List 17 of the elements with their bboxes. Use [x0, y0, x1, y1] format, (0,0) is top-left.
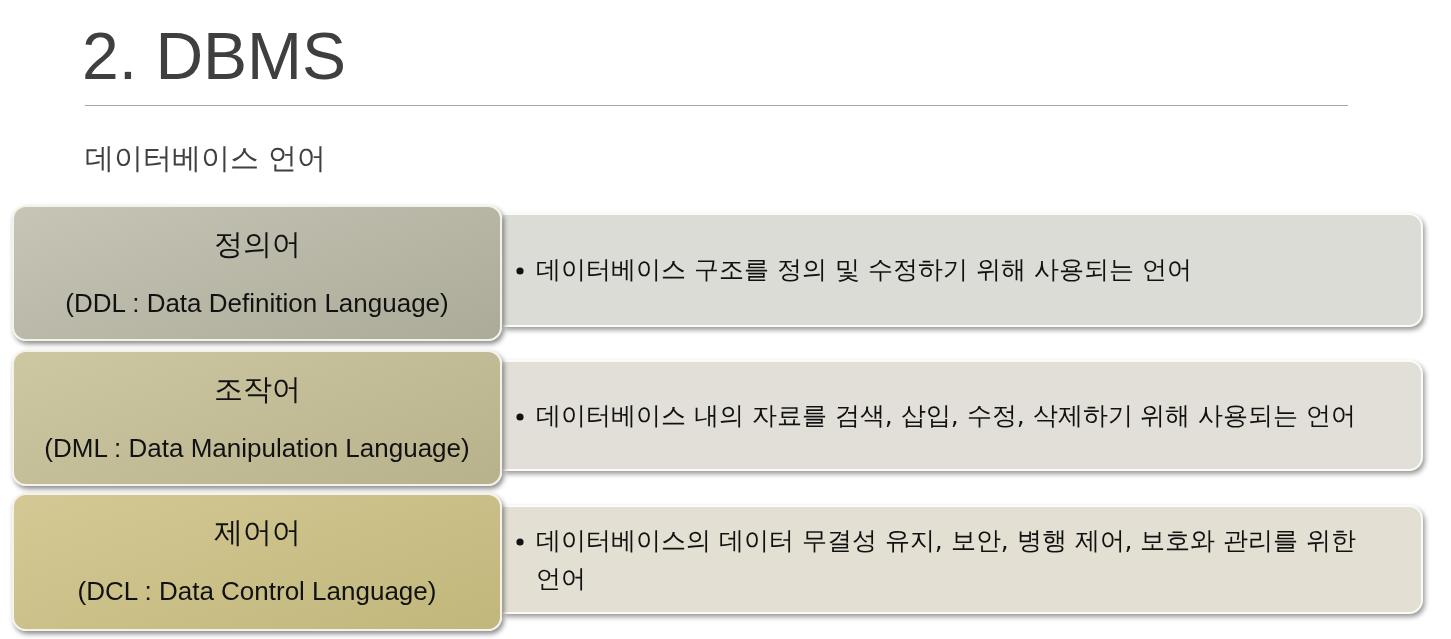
description-text: 데이터베이스 내의 자료를 검색, 삽입, 수정, 삭제하기 위해 사용되는 언어 — [536, 399, 1357, 432]
term-full-name: (DDL : Data Definition Language) — [65, 287, 449, 319]
term-heading: 정의어 — [213, 226, 301, 263]
term-full-name: (DML : Data Manipulation Language) — [44, 432, 470, 464]
term-heading: 조작어 — [213, 371, 301, 408]
description-box — [503, 213, 1423, 327]
term-heading: 제어어 — [213, 514, 301, 551]
term-box — [12, 350, 502, 486]
term-full-name: (DCL : Data Control Language) — [77, 575, 437, 607]
description-box — [503, 360, 1423, 471]
term-box — [12, 493, 502, 631]
subtitle-text: 데이터베이스 언어 — [85, 140, 327, 177]
description-text: 데이터베이스의 데이터 무결성 유지, 보안, 병행 제어, 보호와 관리를 위한 언어 — [536, 524, 1358, 595]
description-box — [503, 505, 1423, 614]
slide-title: 2. DBMS — [82, 18, 347, 95]
term-box — [12, 205, 502, 341]
description-text: 데이터베이스 구조를 정의 및 수정하기 위해 사용되는 언어 — [536, 254, 1192, 286]
